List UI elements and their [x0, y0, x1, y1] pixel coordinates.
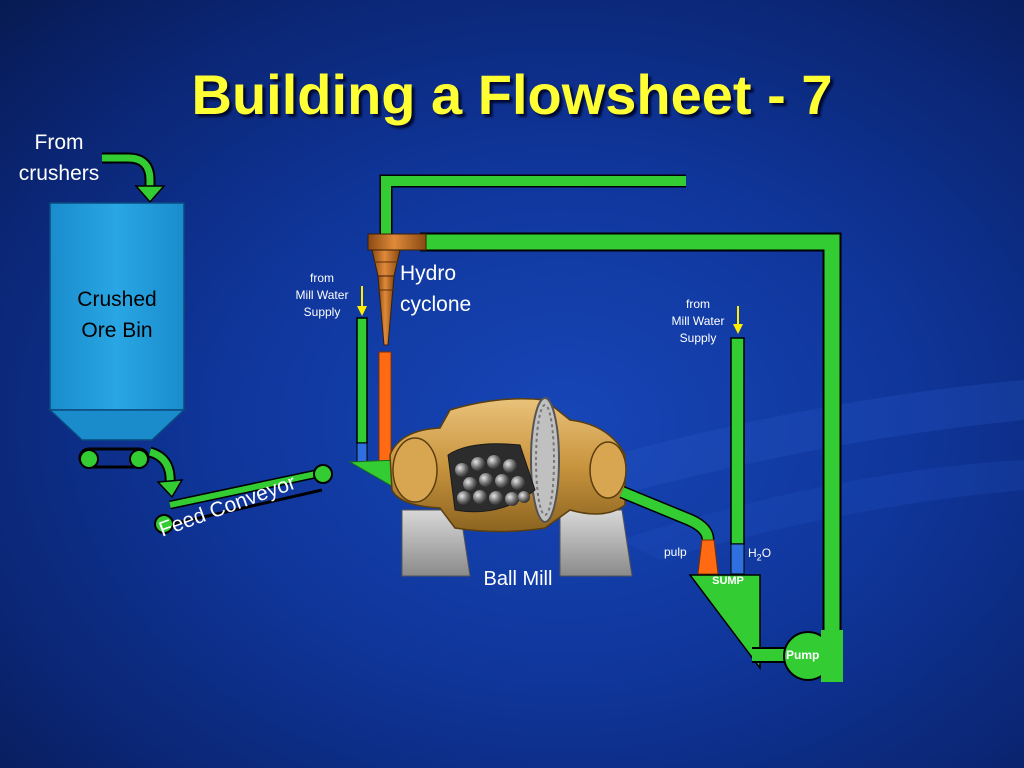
mill-water-supply-label-right: from Mill Water Supply — [671, 297, 725, 345]
hydrocyclone-label: Hydro cyclone — [400, 262, 472, 316]
bin-to-conveyor-arrow — [148, 446, 184, 499]
sump-label: SUMP — [712, 575, 744, 587]
pump-to-cyclone-pipe — [420, 232, 842, 660]
mill-water-supply-label-left: from Mill Water Supply — [295, 271, 349, 319]
ball-mill-label: Ball Mill — [483, 568, 553, 590]
pump-label: Pump — [786, 648, 820, 662]
water-supply-arrow-right — [733, 306, 743, 334]
pulp-label: pulp — [664, 545, 687, 559]
background-swoosh — [620, 460, 1024, 560]
ore-bin-label: Crushed Ore Bin — [77, 288, 157, 342]
pulp-stream — [697, 539, 719, 575]
h2o-label: H2O — [748, 546, 772, 563]
crushed-ore-bin — [48, 202, 186, 441]
cyclone-underflow-pipe — [378, 351, 392, 463]
sump-water-pipe — [730, 337, 745, 575]
sump-tank — [688, 574, 761, 671]
hydrocyclone — [367, 233, 427, 346]
ball-mill — [389, 397, 633, 577]
slide-title: Building a Flowsheet - 7 — [191, 63, 833, 126]
background-swoosh — [560, 380, 1024, 500]
cyclone-overflow-pipe — [379, 174, 686, 236]
mill-discharge-pipe — [619, 485, 715, 541]
from-crushers-label: From crushers — [18, 131, 100, 185]
bin-discharge-conveyor — [78, 447, 150, 469]
water-supply-arrow-left — [357, 286, 367, 316]
mill-feed-water-pipe — [356, 317, 368, 464]
feed-conveyor — [154, 464, 333, 534]
pump-outlet — [821, 630, 843, 682]
from-crushers-arrow — [102, 152, 166, 204]
